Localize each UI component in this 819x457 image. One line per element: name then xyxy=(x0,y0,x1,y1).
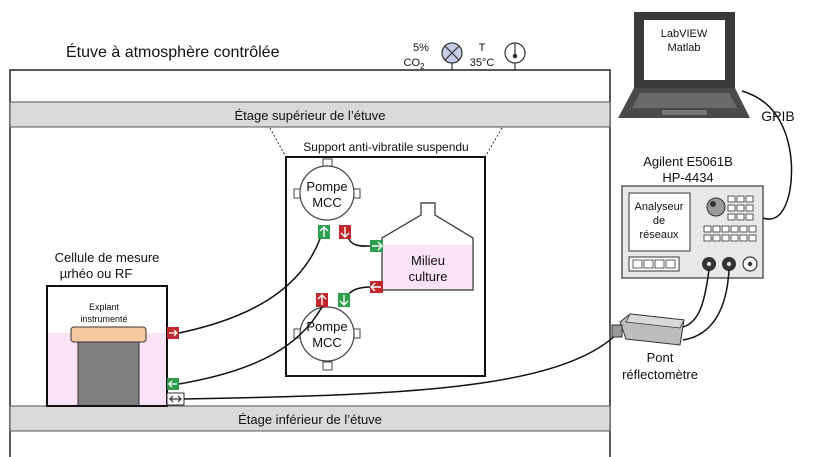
analyzer-port-2-icon xyxy=(722,257,736,271)
bridge-label-1: Pont xyxy=(647,350,674,365)
measurement-cell: Cellule de mesure µrhéo ou RF Explant in… xyxy=(46,250,185,407)
pump-bottom-label-1: Pompe xyxy=(306,319,347,334)
explant-label-1: Explant xyxy=(89,302,120,312)
rf-cable-cell-to-bridge xyxy=(183,332,619,400)
thermometer-icon xyxy=(504,42,526,70)
port-pump-top-inlet xyxy=(339,225,351,239)
port-cell-outlet xyxy=(167,327,179,339)
support-label: Support anti-vibratile suspendu xyxy=(303,140,468,154)
lower-shelf xyxy=(9,405,611,432)
support-suspension-right xyxy=(484,127,503,158)
analyzer-model-1: Agilent E5061B xyxy=(643,154,733,169)
co2-label: CO2 xyxy=(404,57,426,71)
upper-shelf xyxy=(9,101,611,128)
co2-valve-icon xyxy=(441,42,463,70)
cable-analyzer-port2-to-bridge xyxy=(682,269,730,341)
explant-cap xyxy=(70,326,147,343)
support-suspension-left xyxy=(269,127,287,158)
explant-body xyxy=(77,341,140,407)
laptop-screen-line-1: LabVIEW xyxy=(661,28,708,40)
pump-top-label-2: MCC xyxy=(312,195,342,210)
incubator-title: Étuve à atmosphère contrôlée xyxy=(66,42,280,61)
port-flask-inlet xyxy=(370,240,383,252)
port-pump-bottom-outlet xyxy=(316,293,328,307)
port-cell-rf xyxy=(166,392,185,406)
temp-value: 35°C xyxy=(470,57,495,69)
cell-label-2: µrhéo ou RF xyxy=(60,266,133,281)
gpib-cable xyxy=(741,90,793,220)
bridge-label-2: réflectomètre xyxy=(622,367,698,382)
analyzer-port-1-icon xyxy=(702,257,716,271)
cell-label-1: Cellule de mesure xyxy=(55,250,160,265)
analyzer-function-keys xyxy=(628,256,680,272)
port-cell-inlet xyxy=(167,378,179,390)
analyzer-dial-icon xyxy=(706,197,726,217)
co2-value: 5% xyxy=(413,42,429,54)
cell-frame xyxy=(46,285,168,407)
pump-bottom: Pompe MCC xyxy=(293,306,361,371)
port-flask-outlet xyxy=(370,281,383,293)
support-frame xyxy=(285,156,486,377)
medium-label-2: culture xyxy=(408,269,447,284)
gpib-label: GPIB xyxy=(761,108,794,124)
laptop: LabVIEW Matlab xyxy=(618,12,750,118)
analyzer-model-2: HP-4434 xyxy=(662,170,713,185)
pump-top: Pompe MCC xyxy=(293,158,361,221)
laptop-screen xyxy=(644,20,725,80)
temp-label: T xyxy=(479,42,486,54)
flask-medium xyxy=(383,245,472,289)
incubator-wall xyxy=(9,69,611,457)
anti-vibration-support: Support anti-vibratile suspendu Pompe MC… xyxy=(269,127,503,377)
upper-shelf-label: Étage supérieur de l’étuve xyxy=(234,108,385,123)
analyzer-screen-line-2: de xyxy=(653,215,665,227)
analyzer-keypad-icon xyxy=(703,195,757,242)
lower-shelf-label: Étage inférieur de l’étuve xyxy=(238,412,382,427)
analyzer-screen-line-3: réseaux xyxy=(639,229,679,241)
network-analyzer: Agilent E5061B HP-4434 Analyseur de rése… xyxy=(621,154,764,279)
pump-top-label-1: Pompe xyxy=(306,179,347,194)
tube-cell-to-pump-top xyxy=(178,238,321,334)
pump-bottom-label-2: MCC xyxy=(312,335,342,350)
laptop-screen-line-2: Matlab xyxy=(667,42,700,54)
port-pump-bottom-inlet xyxy=(338,293,350,307)
port-pump-top-outlet xyxy=(318,225,330,239)
medium-label-1: Milieu xyxy=(411,253,445,268)
analyzer-screen-line-1: Analyseur xyxy=(635,201,684,213)
explant-label-2: instrumenté xyxy=(80,314,127,324)
incubator: Étuve à atmosphère contrôlée Étage supér… xyxy=(9,42,611,457)
analyzer-port-3-icon xyxy=(742,256,758,272)
cable-analyzer-port1-to-bridge xyxy=(682,269,710,328)
tube-pump-bottom-to-cell xyxy=(178,306,323,385)
reflectometer-bridge: Pont réflectomètre xyxy=(611,313,698,382)
culture-medium-flask: Milieu culture xyxy=(381,202,474,291)
analyzer-screen xyxy=(628,192,691,252)
